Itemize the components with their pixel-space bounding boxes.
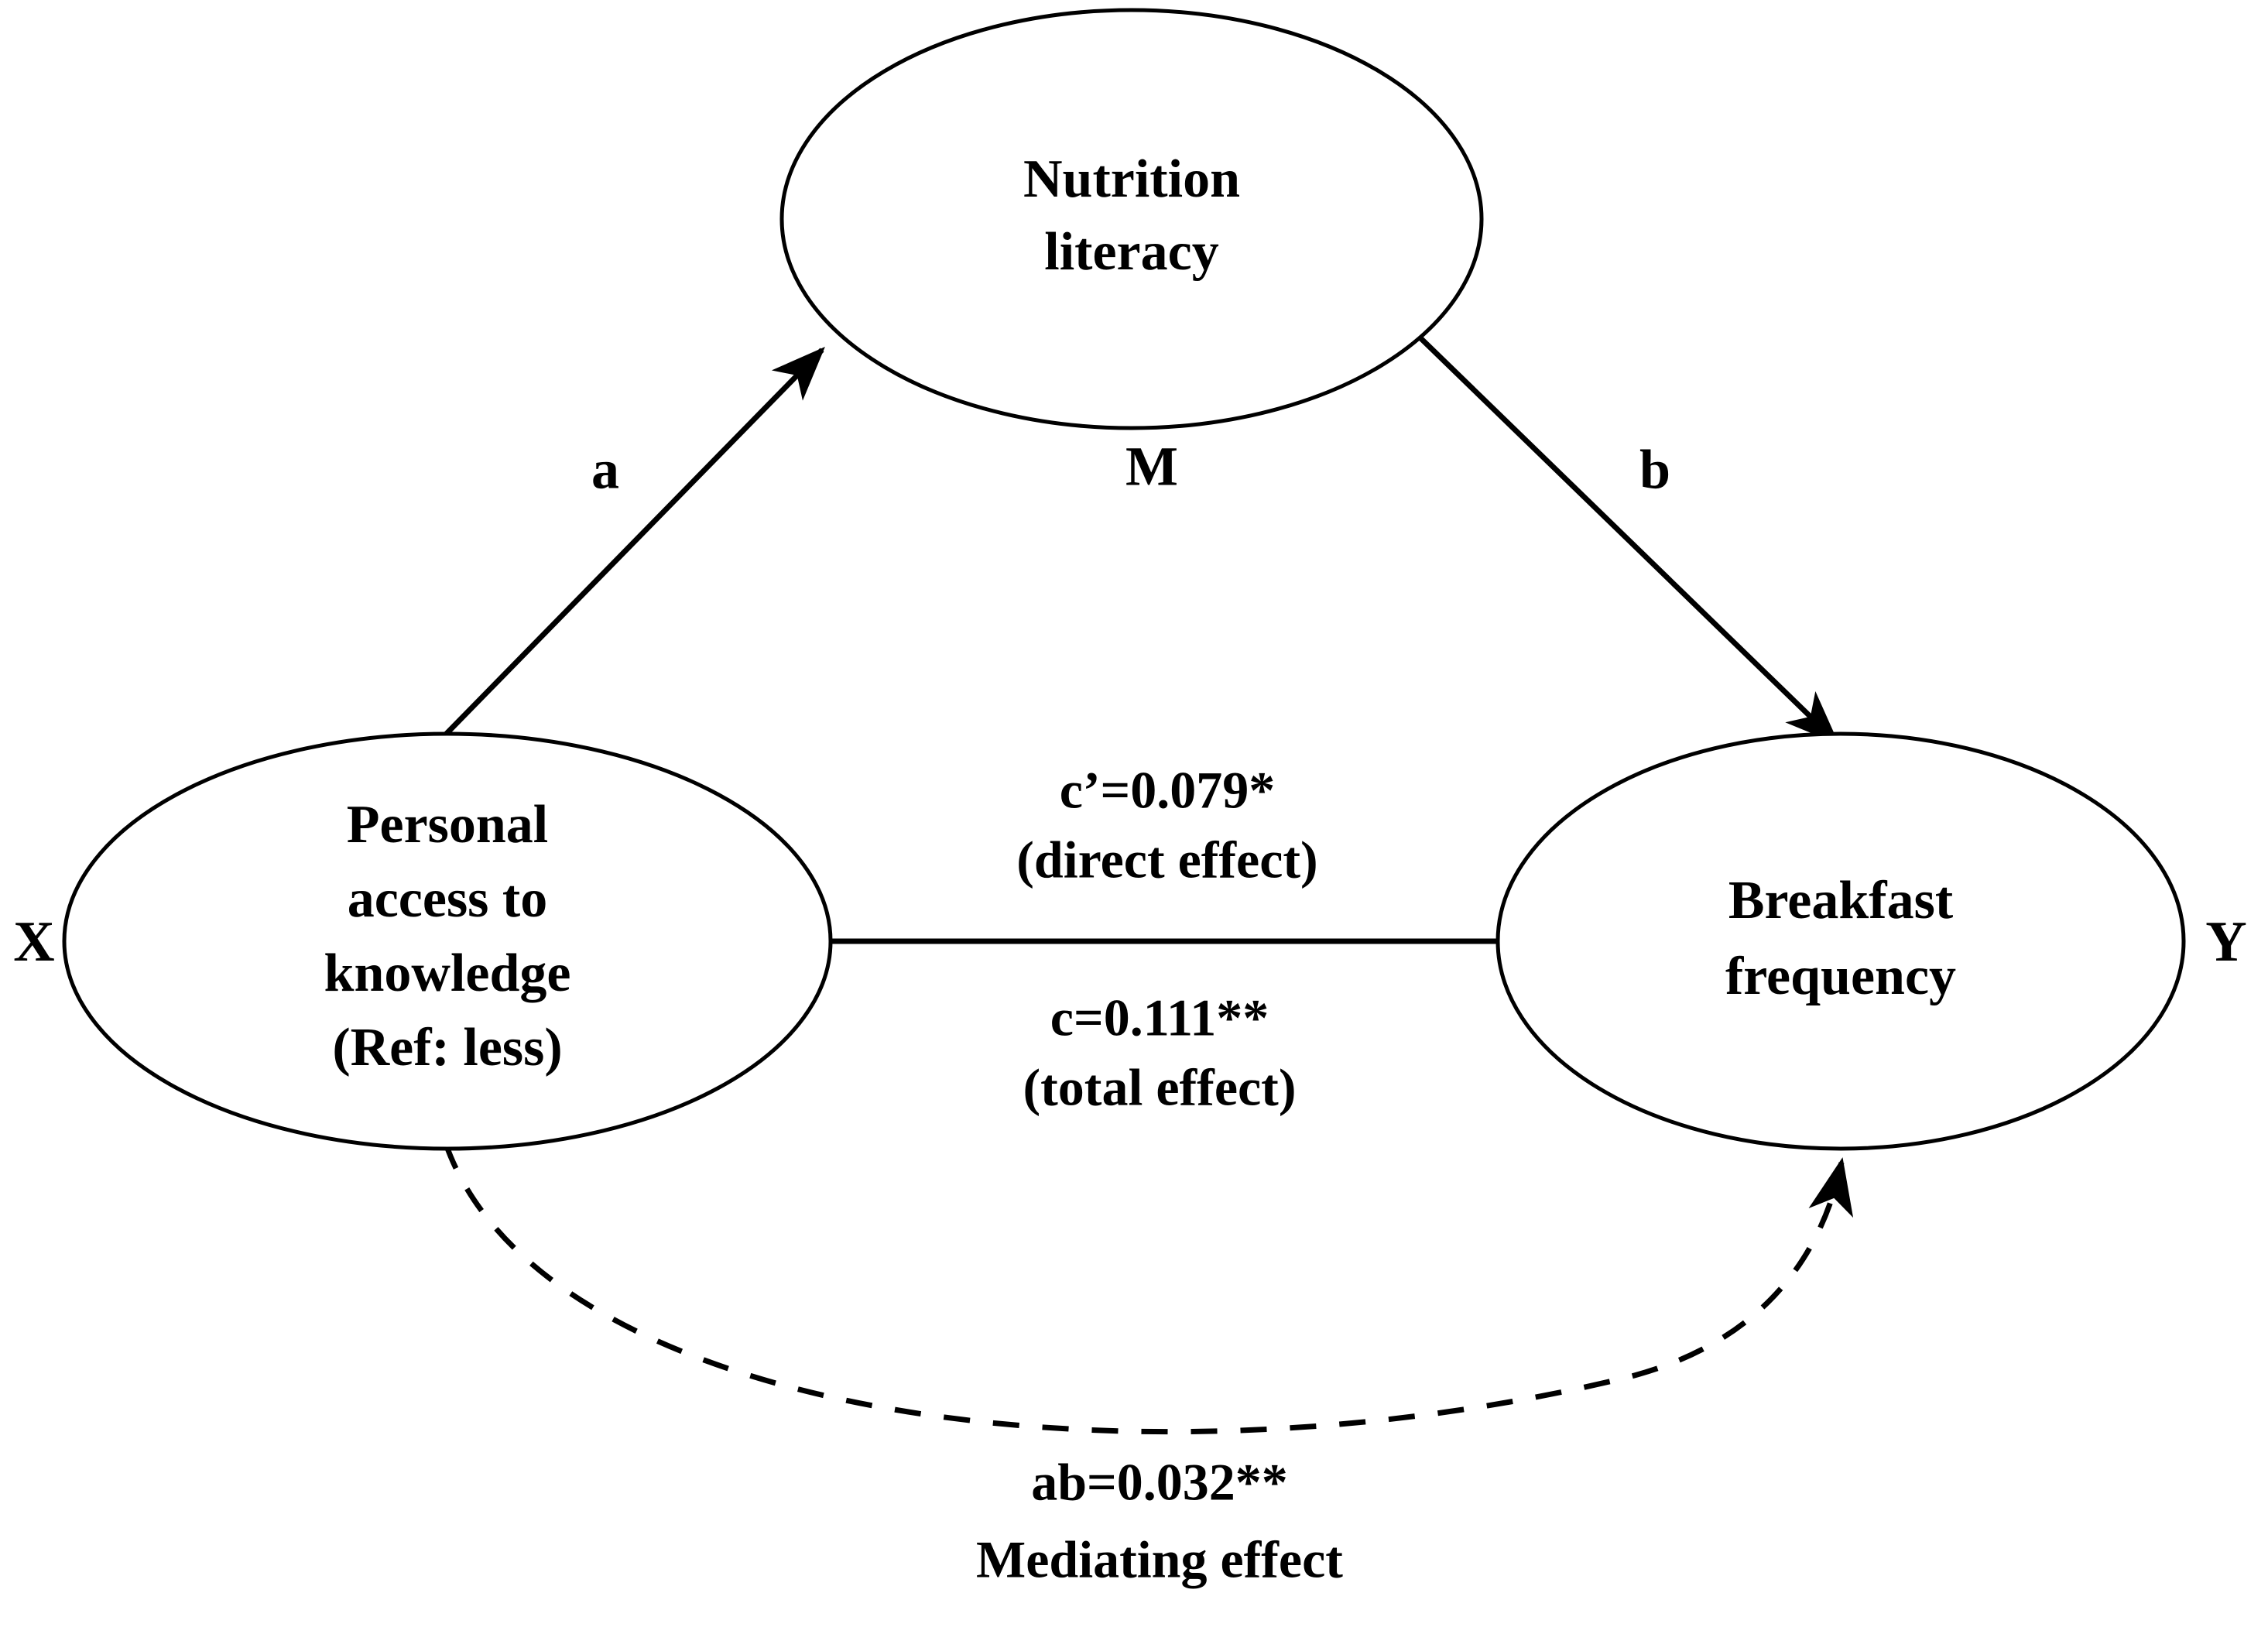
node-dependent[interactable]: Breakfast frequency <box>1495 731 2186 1151</box>
path-b-label: b <box>1639 439 1670 501</box>
node-mediator[interactable]: Nutrition literacy <box>779 8 1484 430</box>
path-c-total-description: (total effect) <box>1023 1058 1297 1117</box>
path-ab-indirect-edge <box>443 1142 1854 1435</box>
role-label-x: X <box>13 910 54 974</box>
role-label-y: Y <box>2205 910 2246 974</box>
node-independent-label-line-2: access to <box>348 869 548 929</box>
node-mediator-shape <box>779 8 1484 430</box>
node-dependent-label-line-1: Breakfast <box>1728 871 1953 930</box>
path-ab-indirect-description: Mediating effect <box>976 1530 1343 1589</box>
role-label-m: M <box>1125 436 1178 498</box>
node-dependent-shape <box>1495 731 2186 1151</box>
node-independent-label-line-4: (Ref: less) <box>332 1018 562 1077</box>
node-independent-label-line-1: Personal <box>347 795 549 855</box>
node-independent[interactable]: Personal access to knowledge (Ref: less) <box>62 731 833 1151</box>
path-c-prime-description: (direct effect) <box>1016 831 1317 889</box>
path-a-label: a <box>591 439 619 501</box>
path-ab-indirect-value: ab=0.032** <box>1031 1453 1288 1512</box>
node-mediator-label-line-2: literacy <box>1044 222 1218 282</box>
node-dependent-label-line-2: frequency <box>1725 947 1956 1006</box>
path-a-edge <box>429 346 825 752</box>
node-mediator-label-line-1: Nutrition <box>1023 149 1240 209</box>
node-independent-shape <box>62 731 833 1151</box>
node-independent-label-line-3: knowledge <box>324 944 571 1003</box>
path-c-prime-value: c’=0.079* <box>1060 761 1276 820</box>
path-b-edge <box>1408 326 1840 745</box>
path-c-total-value: c=0.111** <box>1050 988 1269 1047</box>
